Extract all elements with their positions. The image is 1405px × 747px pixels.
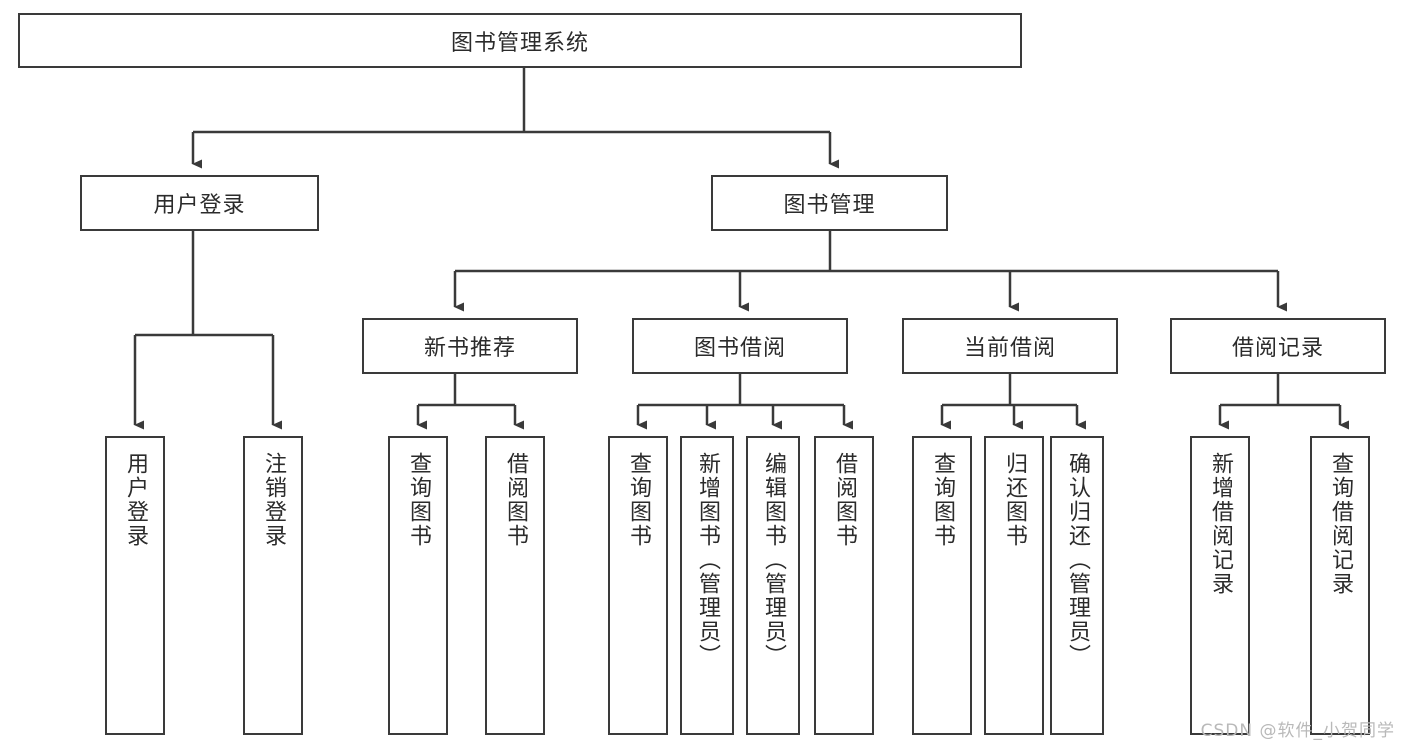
node-leaf-add-book[interactable]: 新增图书（管理员） [680,436,734,735]
node-label: 借阅图书 [831,452,857,548]
node-label: 用户登录 [122,452,148,548]
node-label: 图书管理系统 [450,30,589,56]
node-borrow-record[interactable]: 借阅记录 [1170,318,1386,374]
node-leaf-return-book[interactable]: 归还图书 [984,436,1044,735]
node-label: 图书管理 [783,193,876,218]
node-current-borrow[interactable]: 当前借阅 [902,318,1118,374]
node-leaf-borrow-book-2[interactable]: 借阅图书 [814,436,874,735]
node-leaf-logout[interactable]: 注销登录 [243,436,303,735]
node-label: 当前借阅 [963,336,1056,361]
node-label: 图书借阅 [693,336,786,361]
node-label: 借阅记录 [1231,336,1324,361]
node-root[interactable]: 图书管理系统 [18,13,1022,68]
node-leaf-user-login[interactable]: 用户登录 [105,436,165,735]
node-leaf-edit-book[interactable]: 编辑图书（管理员） [746,436,800,735]
node-label: 查询借阅记录 [1327,452,1353,596]
node-label: 归还图书 [1001,452,1027,548]
node-label: 新书推荐 [423,336,516,361]
node-label: 新增借阅记录 [1207,452,1233,596]
node-label: 用户登录 [153,193,246,218]
node-label: 注销登录 [260,452,286,548]
node-book-borrow[interactable]: 图书借阅 [632,318,848,374]
node-label: 借阅图书 [502,452,528,548]
node-new-book-rec[interactable]: 新书推荐 [362,318,578,374]
node-label: 查询图书 [929,452,955,548]
node-leaf-borrow-book-1[interactable]: 借阅图书 [485,436,545,735]
node-leaf-query-book-3[interactable]: 查询图书 [912,436,972,735]
node-leaf-confirm-return[interactable]: 确认归还（管理员） [1050,436,1104,735]
node-book-manage[interactable]: 图书管理 [711,175,948,231]
node-label: 新增图书（管理员） [694,452,720,668]
node-label: 编辑图书（管理员） [760,452,786,668]
node-label: 查询图书 [405,452,431,548]
node-user-login[interactable]: 用户登录 [80,175,319,231]
node-leaf-query-record[interactable]: 查询借阅记录 [1310,436,1370,735]
node-label: 查询图书 [625,452,651,548]
node-label: 确认归还（管理员） [1064,452,1090,668]
node-leaf-query-book-1[interactable]: 查询图书 [388,436,448,735]
node-leaf-query-book-2[interactable]: 查询图书 [608,436,668,735]
node-leaf-add-record[interactable]: 新增借阅记录 [1190,436,1250,735]
